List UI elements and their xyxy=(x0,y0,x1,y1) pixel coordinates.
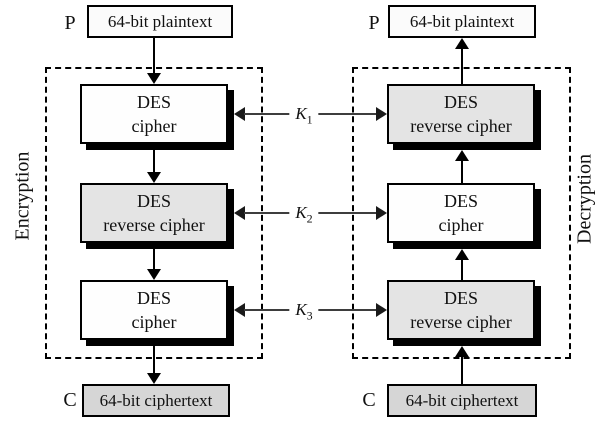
stage-text-line1: DES xyxy=(136,191,171,211)
arrow-down-icon xyxy=(147,269,161,280)
arrow-down-icon xyxy=(147,373,161,384)
left-plaintext-box: 64-bit plaintext xyxy=(87,5,233,38)
arrow-right-icon xyxy=(376,303,387,317)
arrow-up-icon xyxy=(455,249,469,260)
left-plaintext-text: 64-bit plaintext xyxy=(107,11,213,31)
key-subscript: 3 xyxy=(306,308,313,323)
key3-label: K3 xyxy=(289,300,319,323)
left-des-cipher-2-box: DES cipher xyxy=(80,280,228,340)
arrow-right-icon xyxy=(376,206,387,220)
stage-text-line2: reverse cipher xyxy=(410,312,512,332)
key1-label: K1 xyxy=(289,104,319,127)
left-ciphertext-label: C xyxy=(63,389,77,411)
arrow-line xyxy=(153,249,155,271)
arrow-left-icon xyxy=(234,206,245,220)
arrow-line xyxy=(461,159,463,183)
key-subscript: 2 xyxy=(306,211,313,226)
stage-text-line2: cipher xyxy=(438,215,484,235)
right-plaintext-label: P xyxy=(368,12,380,34)
arrow-line xyxy=(153,346,155,375)
right-ciphertext-box: 64-bit ciphertext xyxy=(387,384,537,417)
right-des-cipher-box: DES cipher xyxy=(387,183,535,243)
arrow-line xyxy=(461,258,463,280)
arrow-line xyxy=(153,38,155,76)
encryption-section-label: Encryption xyxy=(11,151,34,241)
arrow-down-icon xyxy=(147,73,161,84)
left-des-cipher-1-box: DES cipher xyxy=(80,84,228,144)
key-name: K xyxy=(295,203,307,222)
stage-text-line2: cipher xyxy=(131,312,177,332)
stage-text-line1: DES xyxy=(136,288,171,308)
arrow-line xyxy=(461,47,463,84)
arrow-left-icon xyxy=(234,303,245,317)
arrow-right-icon xyxy=(376,107,387,121)
left-ciphertext-text: 64-bit ciphertext xyxy=(99,390,213,410)
key-name: K xyxy=(295,300,307,319)
right-des-reverse-cipher-2-box: DES reverse cipher xyxy=(387,280,535,340)
arrow-line xyxy=(461,355,463,384)
stage-text-line1: DES xyxy=(443,92,478,112)
right-ciphertext-text: 64-bit ciphertext xyxy=(405,390,519,410)
right-plaintext-text: 64-bit plaintext xyxy=(409,11,515,31)
left-plaintext-label: P xyxy=(64,12,76,34)
arrow-up-icon xyxy=(455,150,469,161)
stage-text-line1: DES xyxy=(443,288,478,308)
stage-text-line2: reverse cipher xyxy=(410,116,512,136)
key-name: K xyxy=(295,104,307,123)
arrow-line xyxy=(153,150,155,174)
arrow-up-icon xyxy=(455,38,469,49)
arrow-up-icon xyxy=(455,346,469,357)
stage-text-line2: reverse cipher xyxy=(103,215,205,235)
stage-text-line1: DES xyxy=(443,191,478,211)
right-des-reverse-cipher-1-box: DES reverse cipher xyxy=(387,84,535,144)
right-plaintext-box: 64-bit plaintext xyxy=(388,5,536,38)
arrow-down-icon xyxy=(147,172,161,183)
key-subscript: 1 xyxy=(306,112,313,127)
decryption-section-label: Decryption xyxy=(573,154,596,244)
key2-label: K2 xyxy=(289,203,319,226)
stage-text-line2: cipher xyxy=(131,116,177,136)
left-des-reverse-cipher-box: DES reverse cipher xyxy=(80,183,228,243)
arrow-left-icon xyxy=(234,107,245,121)
stage-text-line1: DES xyxy=(136,92,171,112)
left-ciphertext-box: 64-bit ciphertext xyxy=(82,384,230,417)
right-ciphertext-label: C xyxy=(362,389,376,411)
